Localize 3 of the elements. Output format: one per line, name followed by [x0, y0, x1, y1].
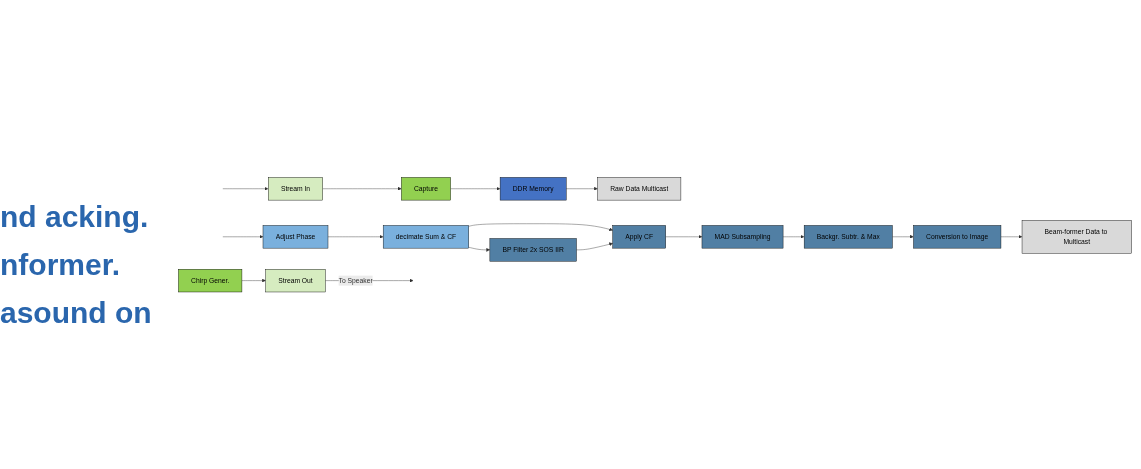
slide-text: nformer. [0, 248, 122, 282]
slide-text: nd acking. [0, 200, 150, 234]
slide-text: asound on [0, 296, 153, 330]
